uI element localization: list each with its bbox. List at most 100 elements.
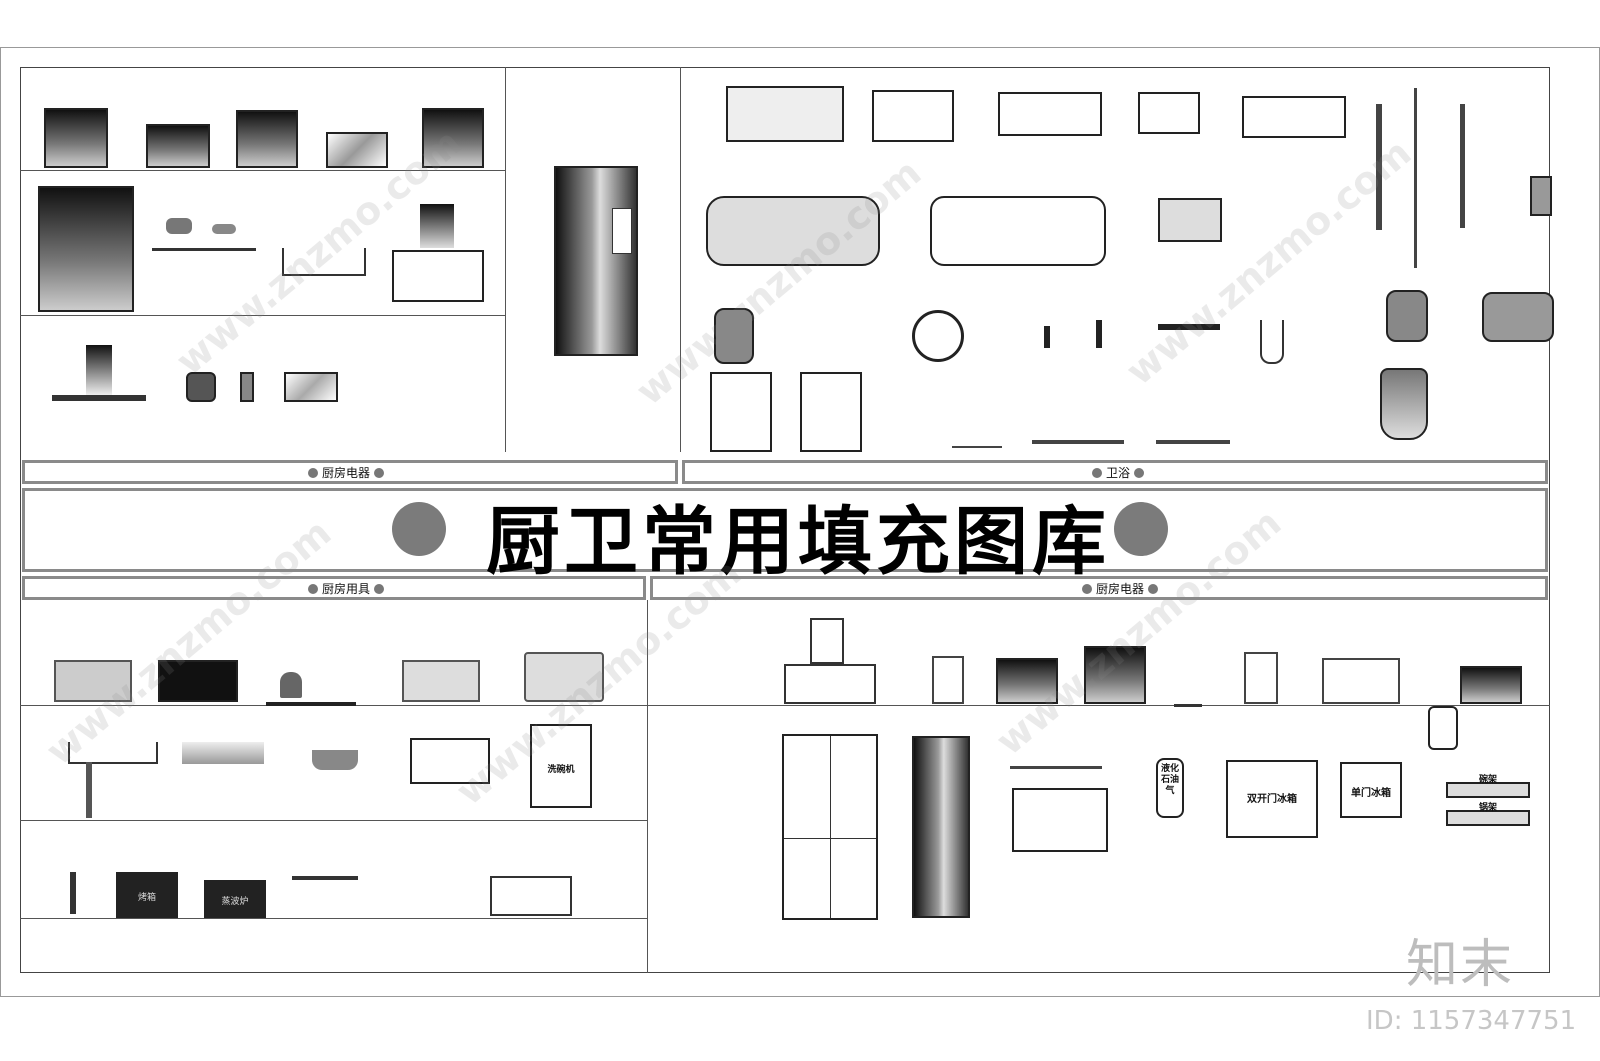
stove-cabinet-icon	[38, 186, 134, 312]
washing-machine-icon	[710, 372, 772, 452]
divider	[20, 918, 647, 919]
title-band	[22, 488, 1548, 572]
washing-machine-icon	[800, 372, 862, 452]
fridge-icon	[912, 736, 970, 918]
gas-hob-icon	[158, 660, 238, 702]
section-band-bathroom	[682, 460, 1548, 484]
section-label: 厨房电器	[1082, 580, 1159, 597]
cart-icon	[1244, 652, 1278, 704]
range-hood-icon	[784, 618, 876, 704]
washbasin-icon	[872, 90, 954, 142]
gas-hob-icon	[410, 738, 490, 784]
divider	[680, 67, 681, 452]
gas-hob-icon	[1012, 788, 1108, 852]
sink-icon	[182, 742, 264, 764]
drain-pipe-icon	[1260, 320, 1284, 364]
rack-icon: 碗架	[1446, 775, 1530, 798]
pressure-cooker-icon	[186, 372, 216, 402]
shower-head-icon	[1158, 324, 1220, 330]
grab-bar-icon	[1032, 440, 1124, 444]
section-band-kitchen-appliances-2	[650, 576, 1548, 600]
sink-icon	[1158, 198, 1222, 242]
section-title-bottom-left: 厨房用具	[322, 582, 371, 596]
faucet-icon	[1530, 176, 1552, 216]
blender-icon	[240, 372, 254, 402]
bullet-icon	[1134, 467, 1145, 478]
sink-icon	[282, 248, 366, 276]
dishwasher-icon	[236, 110, 298, 168]
double-door-fridge-icon	[782, 734, 878, 920]
oven-icon	[422, 108, 484, 168]
bullet-icon	[374, 583, 385, 594]
kettle-icon	[266, 672, 356, 706]
brand-watermark: 知末	[1406, 935, 1515, 995]
rack2-label: 锅架	[1478, 803, 1497, 813]
double-door-fridge-plan-icon: 双开门冰箱	[1226, 760, 1318, 838]
utensil-rail-icon	[292, 876, 358, 880]
divider	[20, 705, 1550, 706]
bullet-icon	[308, 583, 318, 594]
round-mirror-icon	[912, 310, 964, 362]
divider	[647, 600, 648, 973]
steam-oven-label: 蒸波炉	[221, 897, 249, 907]
faucet-icon	[1174, 690, 1202, 707]
page-title: 厨卫常用填充图库	[486, 499, 1110, 585]
toilet-icon	[1380, 368, 1428, 440]
divider	[20, 170, 505, 171]
washbasin-icon	[1138, 92, 1200, 134]
microwave-icon	[1460, 666, 1522, 704]
double-sink-icon	[402, 660, 480, 702]
dishwasher-label: 洗碗机	[547, 765, 575, 775]
section-label: 卫浴	[1092, 464, 1145, 481]
steam-oven-icon: 蒸波炉	[204, 880, 266, 918]
toilet-icon	[1386, 290, 1428, 342]
toilet-icon	[714, 308, 754, 364]
bullet-icon	[1082, 583, 1092, 594]
double-door-fridge-label: 双开门冰箱	[1247, 794, 1297, 805]
sink-icon	[524, 652, 604, 702]
single-door-fridge-label: 单门冰箱	[1351, 788, 1391, 799]
microwave-icon	[326, 132, 388, 168]
sink-icon	[54, 660, 132, 702]
oven-icon	[44, 108, 108, 168]
bathtub-icon	[930, 196, 1106, 266]
range-hood-icon	[392, 204, 484, 302]
faucet-icon	[1044, 326, 1050, 348]
shower-icon	[1460, 104, 1465, 228]
rack1-label: 碗架	[1478, 775, 1497, 785]
washbasin-icon	[726, 86, 844, 142]
divider	[505, 67, 506, 452]
lpg-tank-label: 液化石油气	[1160, 764, 1179, 796]
title-dot-left	[392, 502, 446, 556]
bullet-icon	[1148, 583, 1159, 594]
section-title-bottom-right: 厨房电器	[1096, 582, 1145, 596]
divider	[20, 820, 647, 821]
washbasin-icon	[998, 92, 1102, 136]
cookware-icon	[1010, 754, 1102, 769]
knife-block-icon	[490, 876, 572, 916]
section-label: 厨房用具	[308, 580, 385, 597]
faucet-icon	[70, 872, 76, 914]
drain-pipe-icon	[86, 762, 92, 818]
oven-icon: 烤箱	[116, 872, 178, 918]
oven-icon	[1084, 646, 1146, 704]
title-dot-right	[1114, 502, 1168, 556]
toiletries-icon	[952, 438, 1002, 448]
cart-icon	[932, 656, 964, 704]
section-title-top-left: 厨房电器	[322, 466, 371, 480]
image-id: ID: 1157347751	[1366, 1006, 1577, 1036]
bullet-icon	[1092, 467, 1102, 478]
oven-icon	[996, 658, 1058, 704]
range-hood-icon	[52, 345, 146, 403]
inner-frame	[20, 67, 1550, 973]
faucet-icon	[1096, 320, 1102, 348]
single-door-fridge-plan-icon: 单门冰箱	[1340, 762, 1402, 818]
cookware-icon	[152, 218, 256, 251]
bullet-icon	[308, 467, 318, 478]
toilet-icon	[1482, 292, 1554, 342]
towel-bar-icon	[1156, 440, 1230, 444]
section-title-top-right: 卫浴	[1106, 466, 1131, 480]
lpg-tank-icon: 液化石油气	[1156, 758, 1184, 818]
section-label: 厨房电器	[308, 464, 385, 481]
disposer-icon	[1428, 706, 1458, 750]
